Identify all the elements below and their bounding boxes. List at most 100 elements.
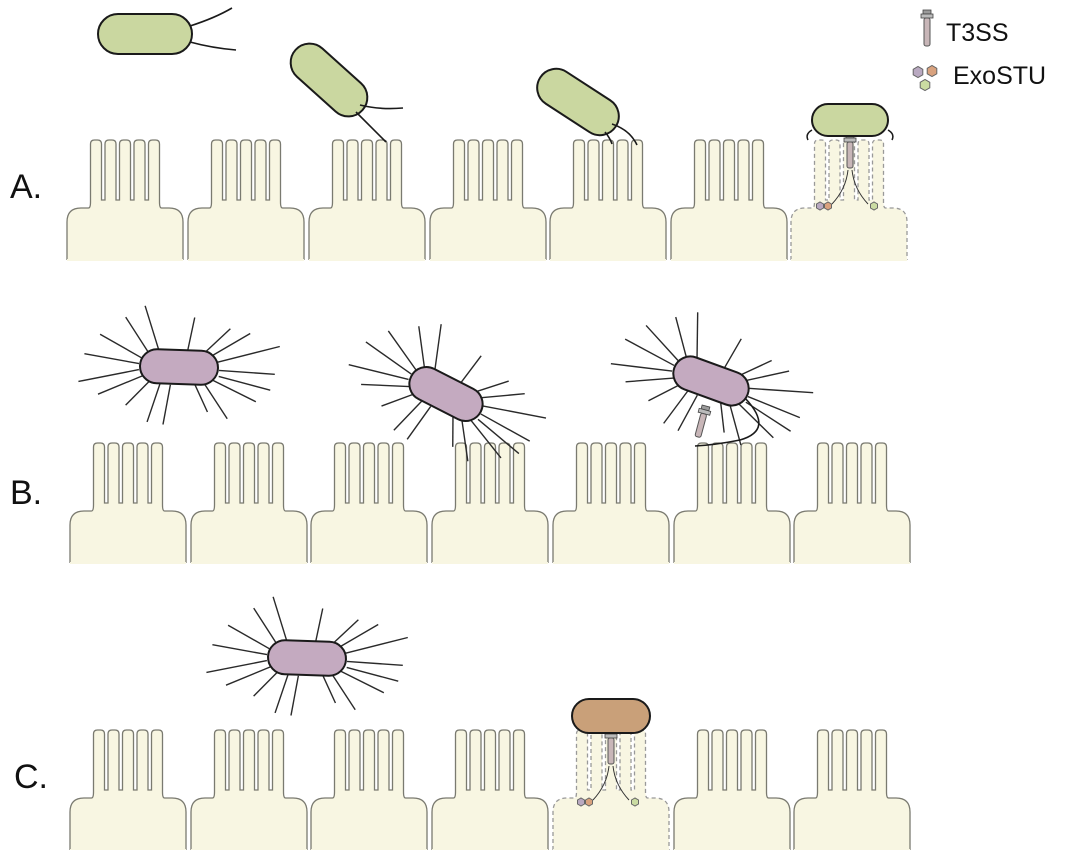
epithelial-cell-outline (550, 140, 666, 260)
flagellum (190, 8, 232, 26)
pilus (203, 328, 230, 355)
attached-bacterium (812, 104, 888, 136)
pilus (622, 339, 676, 365)
effector-hexagon (586, 798, 593, 806)
epithelial-cell-outline (794, 730, 910, 850)
epithelial-cell-outline (671, 140, 787, 260)
pilus (339, 623, 378, 648)
t3ss-needle-icon (921, 10, 933, 46)
t3ss-needle-icon (692, 404, 712, 438)
epithelial-cell-row-c (432, 730, 548, 850)
pilus (212, 645, 267, 655)
legend-label-t3ss: T3SS (946, 19, 1009, 48)
epithelial-cell-outline (309, 140, 425, 260)
pilus (219, 370, 275, 374)
epithelial-cell-row-c (794, 730, 910, 850)
bacterium-body (267, 640, 346, 677)
epithelial-cell-row-b (70, 443, 186, 563)
effector-hexagon (817, 202, 824, 210)
effector-hexagon (871, 202, 878, 210)
pilus (420, 324, 455, 372)
bacterium-body (669, 352, 754, 411)
pilus (346, 667, 398, 681)
pilus (147, 382, 160, 422)
effector-hexagons-icon (920, 80, 930, 91)
pilus (163, 385, 170, 425)
pilus (188, 317, 195, 351)
pilus (460, 353, 481, 386)
epithelial-cell-row-b (674, 443, 790, 563)
epithelial-cell-row-b (553, 443, 669, 563)
epithelial-cell-row-c (311, 730, 427, 850)
epithelial-cell-row-a (309, 140, 425, 260)
epithelial-cell-outline (311, 443, 427, 563)
panel-label-b: B. (10, 474, 42, 513)
epithelial-cell-outline (553, 443, 669, 563)
epithelial-cell-row-b (432, 443, 548, 563)
pilus (639, 325, 686, 360)
pilus (252, 608, 278, 645)
pilus (212, 380, 257, 402)
flagellated-bacterium (530, 62, 626, 143)
pilus (331, 675, 356, 710)
bacterium-body (812, 104, 888, 136)
epithelial-cell-row-a (550, 140, 666, 260)
pilus (84, 354, 139, 364)
epithelial-cell-outline (432, 730, 548, 850)
epithelial-cell-outline (70, 730, 186, 850)
effector-hexagon (825, 202, 832, 210)
bacterium-body (530, 62, 626, 143)
adhesin (888, 130, 893, 140)
epithelial-cell-row-b (191, 443, 307, 563)
pilus (394, 395, 423, 436)
epithelial-cell-outline (674, 730, 790, 850)
adhesin (807, 130, 812, 140)
epithelial-cell-row-b (794, 443, 910, 563)
effector-hexagon (578, 798, 585, 806)
epithelial-cell-row-a (67, 140, 183, 260)
pilus (203, 384, 228, 419)
epithelial-cell-outline (794, 443, 910, 563)
pilus (331, 619, 358, 646)
epithelial-cell-outline (70, 443, 186, 563)
epithelial-cell-row-a (671, 140, 787, 260)
piliated-bacterium (669, 352, 754, 411)
bacterium-body (283, 36, 375, 124)
pilus (742, 402, 795, 431)
piliated-bacterium (404, 361, 489, 427)
pilus (664, 386, 689, 428)
epithelial-cell-row-a (430, 140, 546, 260)
flagellated-bacterium (283, 36, 375, 124)
epithelial-cell-row-c (191, 730, 307, 850)
pilus (407, 404, 431, 442)
pilus (724, 337, 741, 371)
panel-label-c: C. (14, 758, 48, 797)
piliated-bacterium (267, 640, 346, 677)
effector-hexagon (632, 798, 639, 806)
pilus (126, 379, 151, 406)
piliated-bacterium (139, 349, 218, 386)
pilus (272, 597, 290, 644)
pilus (747, 397, 800, 418)
pilus (124, 317, 150, 354)
epithelial-cell-outline (67, 140, 183, 260)
pilus (340, 671, 385, 693)
bacterium-body (98, 14, 192, 54)
effector-hexagons-icon (913, 67, 923, 78)
bacterium-body (572, 699, 650, 733)
epithelial-cell-row-b (311, 443, 427, 563)
epithelial-cell-outline (674, 443, 790, 563)
pilus (663, 317, 699, 359)
epithelial-cell-outline (191, 730, 307, 850)
pilus (316, 608, 323, 642)
epithelial-cell-outline (311, 730, 427, 850)
pilus (291, 676, 298, 716)
bacterium-body (139, 349, 218, 386)
epithelial-cell-row-a (188, 140, 304, 260)
flagellated-bacterium (98, 14, 192, 54)
pilus (347, 661, 403, 665)
bacterium-body (404, 361, 489, 427)
pilus (682, 312, 713, 361)
flagellum (356, 112, 386, 142)
